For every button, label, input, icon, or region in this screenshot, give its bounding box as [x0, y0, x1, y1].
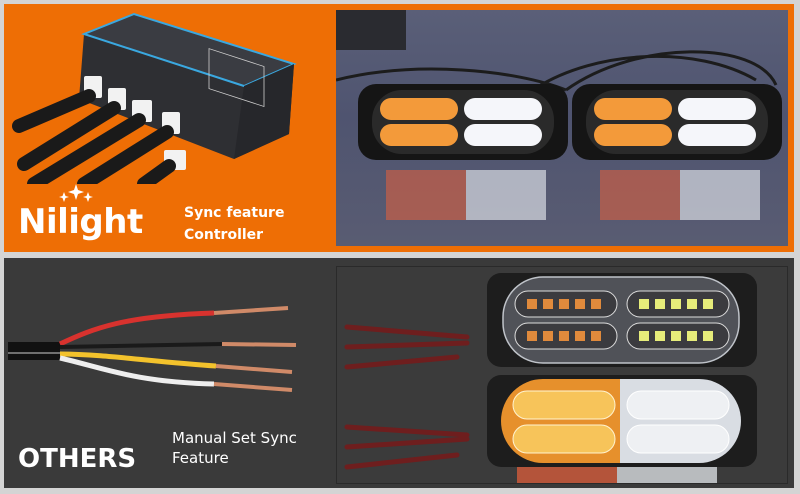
caption-line: Sync feature [184, 205, 285, 221]
feature-caption: Sync feature Controller [184, 202, 284, 246]
led-lights-lit-photo [336, 10, 788, 246]
feature-caption: Manual Set Sync Feature [172, 428, 297, 468]
others-label: OTHERS [18, 444, 137, 474]
stripped-wire-cable-image [8, 306, 297, 392]
strobe-lights-wires-image [344, 273, 757, 483]
strobe-lights-image [336, 10, 782, 220]
others-comparison-panel: OTHERS Manual Set Sync Feature [4, 258, 794, 488]
caption-line: Controller [184, 227, 264, 243]
brand-name: Nilight [18, 202, 143, 242]
nilight-comparison-panel: Nilight Sync feature Controller [4, 4, 794, 252]
sync-controller-box-image [12, 12, 297, 184]
caption-line: Manual Set Sync [172, 429, 297, 447]
caption-line: Feature [172, 449, 229, 467]
sparkle-icon [59, 184, 93, 202]
led-lights-with-wires-photo [336, 266, 788, 484]
